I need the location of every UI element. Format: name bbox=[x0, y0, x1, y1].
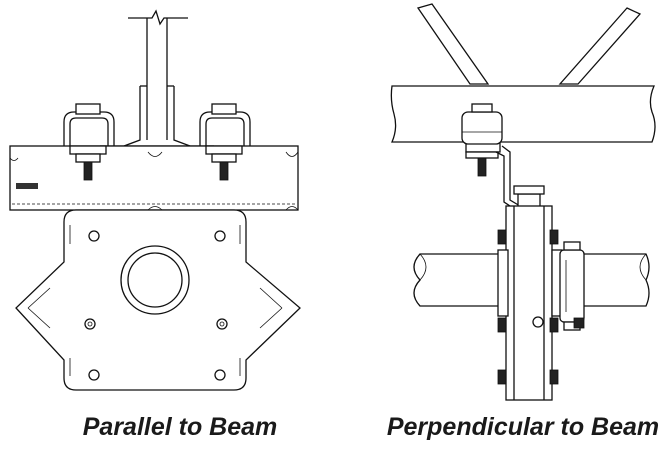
bolt-hole-icon bbox=[88, 369, 100, 381]
pipe-clamp bbox=[559, 241, 585, 331]
angle-bracket bbox=[100, 85, 214, 147]
top-clamp bbox=[461, 103, 503, 177]
label-plate-icon bbox=[16, 183, 38, 189]
mounting-diagram bbox=[9, 3, 656, 401]
vertical-plate bbox=[497, 205, 563, 401]
perpendicular-view bbox=[390, 3, 656, 401]
bolt-hole-icon bbox=[88, 230, 100, 242]
caption-parallel-to-beam: Parallel to Beam bbox=[82, 413, 278, 441]
bolt-hole-icon bbox=[84, 318, 96, 330]
beam-clamp-right bbox=[199, 103, 251, 181]
bolt-hole-icon bbox=[214, 369, 226, 381]
flange-channel bbox=[9, 145, 299, 211]
bolt-hole-icon bbox=[532, 316, 544, 328]
bolt-hole-icon bbox=[216, 318, 228, 330]
beam-clamp-left bbox=[63, 103, 115, 181]
offset-bracket bbox=[495, 145, 545, 209]
mounting-plate bbox=[15, 209, 301, 391]
beam-section bbox=[390, 85, 656, 143]
center-hole bbox=[120, 245, 190, 315]
vertical-post bbox=[128, 9, 188, 140]
diagonal-struts bbox=[416, 3, 642, 85]
caption-perpendicular-to-beam: Perpendicular to Beam bbox=[386, 413, 660, 441]
bolt-hole-icon bbox=[214, 230, 226, 242]
parallel-view bbox=[9, 9, 301, 391]
